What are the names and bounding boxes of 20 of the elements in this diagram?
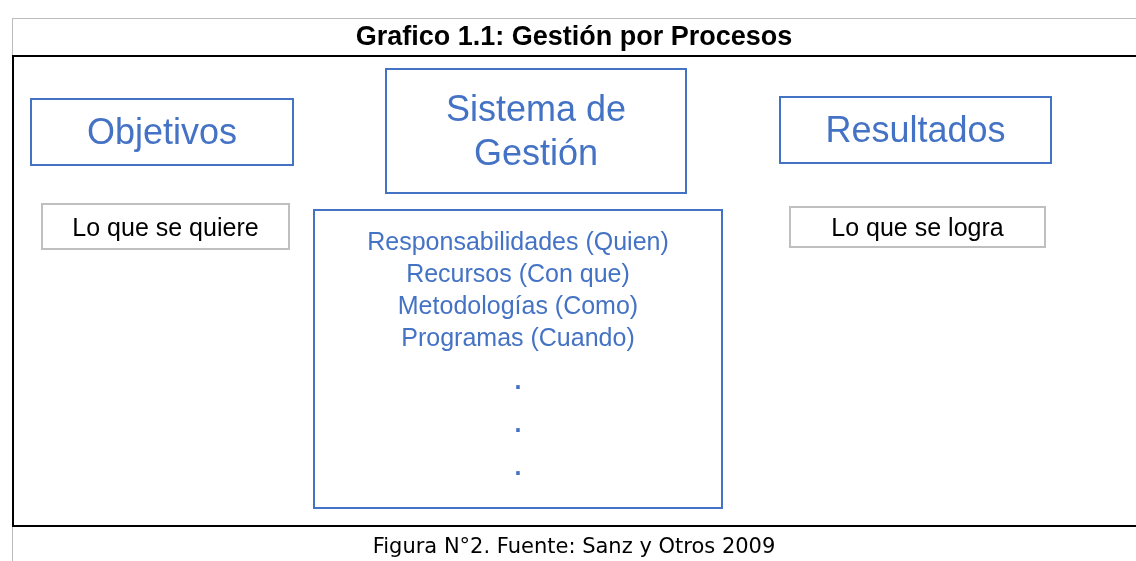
list-box — [313, 209, 723, 509]
list-item: Responsabilidades (Quien) — [367, 226, 669, 257]
note-box — [41, 203, 290, 250]
box-title: Sistema de Gestión — [444, 87, 628, 175]
list-item: Metodologías (Como) — [397, 290, 639, 321]
box-text: Lo que se quiere — [72, 211, 259, 242]
list-item: Programas (Cuando) — [401, 322, 635, 353]
note-box — [789, 206, 1046, 248]
box-text: Lo que se logra — [831, 212, 1004, 242]
list-item: . — [514, 451, 522, 482]
concept-box — [30, 98, 294, 166]
list-item: Recursos (Con que) — [406, 258, 630, 289]
figure-caption: Figura N°2. Fuente: Sanz y Otros 2009 — [371, 533, 777, 560]
box-title: Objetivos — [86, 110, 238, 154]
diagram-title: Grafico 1.1: Gestión por Procesos — [354, 20, 794, 53]
list-item: . — [514, 365, 522, 396]
list-item: . — [514, 408, 522, 439]
box-title: Resultados — [825, 108, 1006, 152]
concept-box — [385, 68, 687, 194]
concept-box — [779, 96, 1052, 164]
